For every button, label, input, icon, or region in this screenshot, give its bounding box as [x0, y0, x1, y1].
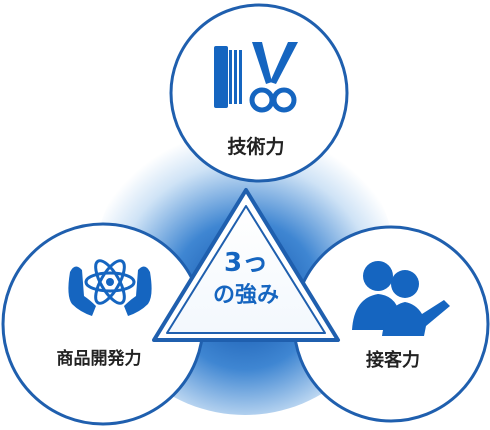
- comb-scissors-icon: [214, 42, 298, 113]
- label-product-development: 商品開発力: [57, 348, 142, 369]
- center-title: の強み: [213, 282, 279, 308]
- hands-atom-icon: [68, 259, 152, 316]
- center-number: 3っ: [224, 248, 268, 278]
- customer-service-people-icon: [352, 261, 450, 336]
- label-customer-service: 接客力: [366, 349, 420, 371]
- center-triangle: 3っ の強み: [152, 188, 340, 342]
- strength-circle-technique: 技術力: [169, 3, 349, 183]
- strength-circle-product-development: 商品開発力: [1, 222, 205, 426]
- strength-circle-customer-service: 接客力: [292, 225, 490, 423]
- label-technique: 技術力: [227, 135, 284, 158]
